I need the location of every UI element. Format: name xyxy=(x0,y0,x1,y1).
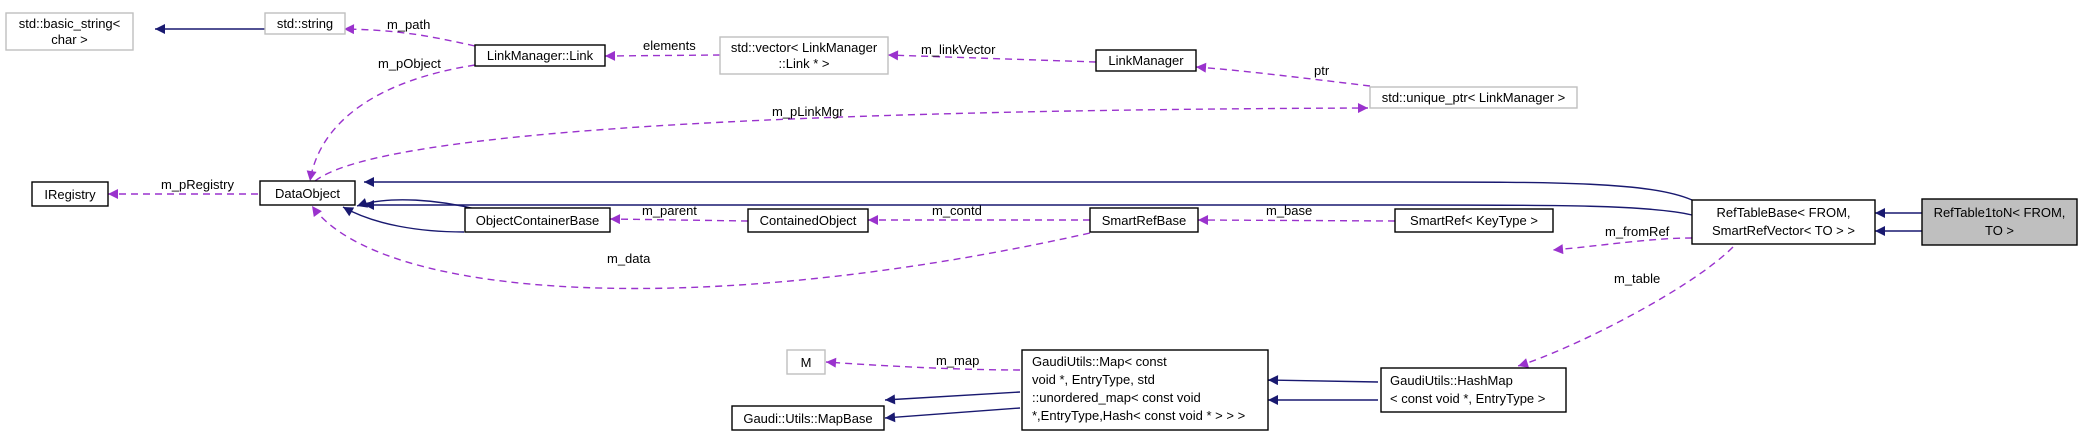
edge-label-m-pobject: m_pObject xyxy=(378,56,441,71)
edges xyxy=(108,24,1922,423)
edge-label-m-fromref: m_fromRef xyxy=(1605,224,1670,239)
edge-reftablebase-to-smartref xyxy=(1552,237,1693,255)
edge-label-m-path: m_path xyxy=(387,17,430,32)
node-std-string[interactable]: std::string xyxy=(264,12,346,35)
node-containedobject-label: ContainedObject xyxy=(760,213,857,228)
node-reftable1ton-line-2: TO > xyxy=(1985,223,2014,238)
node-linkmanager[interactable]: LinkManager xyxy=(1095,49,1197,72)
node-gaudimap[interactable]: GaudiUtils::Map< const void *, EntryType… xyxy=(1021,349,1269,431)
node-vector-link[interactable]: std::vector< LinkManager ::Link * > xyxy=(719,36,889,75)
edge-label-m-table: m_table xyxy=(1614,271,1660,286)
edge-label-m-linkvector: m_linkVector xyxy=(921,42,996,57)
node-link-label: LinkManager::Link xyxy=(487,48,594,63)
node-link[interactable]: LinkManager::Link xyxy=(474,44,606,67)
node-m[interactable]: M xyxy=(786,349,826,375)
node-gaudimap-line-1: GaudiUtils::Map< const xyxy=(1032,354,1167,369)
node-basic-string[interactable]: std::basic_string< char > xyxy=(5,12,134,51)
node-smartrefbase[interactable]: SmartRefBase xyxy=(1089,207,1199,233)
node-dataobject-label: DataObject xyxy=(275,186,340,201)
node-smartref-label: SmartRef< KeyType > xyxy=(1410,213,1538,228)
edge-gaudimap-to-mapbase-1 xyxy=(884,391,1021,405)
edge-label-m-pregistry: m_pRegistry xyxy=(161,177,234,192)
node-reftablebase[interactable]: RefTableBase< FROM, SmartRefVector< TO >… xyxy=(1691,199,1876,245)
edge-objcontainerbase-to-dataobject-1 xyxy=(356,198,481,211)
edge-objcontainerbase-to-dataobject-2 xyxy=(342,206,465,233)
node-hashmap-line-1: GaudiUtils::HashMap xyxy=(1390,373,1513,388)
node-linkmanager-label: LinkManager xyxy=(1108,53,1184,68)
node-gaudimap-line-4: *,EntryType,Hash< const void * > > > xyxy=(1032,408,1245,423)
node-objcontainerbase[interactable]: ObjectContainerBase xyxy=(464,207,611,233)
edge-uniqueptr-to-linkmanager xyxy=(1195,62,1371,87)
node-iregistry-label: IRegistry xyxy=(44,187,96,202)
edge-reftablebase-to-dataobject-1 xyxy=(364,177,1693,201)
edge-smartrefbase-to-dataobject xyxy=(311,205,1091,290)
node-reftablebase-line-1: RefTableBase< FROM, xyxy=(1716,205,1850,220)
node-m-label: M xyxy=(801,355,812,370)
node-reftable1ton[interactable]: RefTable1toN< FROM, TO > xyxy=(1921,198,2078,246)
edge-label-ptr: ptr xyxy=(1314,63,1330,78)
edge-hashmap-to-gaudimap-1 xyxy=(1267,375,1379,386)
node-std-string-label: std::string xyxy=(277,16,333,31)
edge-containedobject-to-objcontainerbase xyxy=(609,214,749,225)
edge-smartref-to-smartrefbase xyxy=(1197,215,1396,226)
node-gaudimap-line-2: void *, EntryType, std xyxy=(1032,372,1155,387)
node-containedobject[interactable]: ContainedObject xyxy=(747,208,869,233)
node-mapbase[interactable]: Gaudi::Utils::MapBase xyxy=(731,405,885,431)
edge-vector-to-link xyxy=(604,50,721,61)
edge-reftablebase-to-hashmap xyxy=(1517,246,1734,368)
node-gaudimap-line-3: ::unordered_map< const void xyxy=(1032,390,1201,405)
edge-labels: m_path m_pObject elements m_linkVector p… xyxy=(161,17,1670,368)
node-unique-ptr[interactable]: std::unique_ptr< LinkManager > xyxy=(1369,86,1578,109)
edge-label-m-map: m_map xyxy=(936,353,979,368)
edge-link-to-string xyxy=(343,24,476,47)
edge-label-m-base: m_base xyxy=(1266,203,1312,218)
edge-label-m-plinkmgr: m_pLinkMgr xyxy=(772,104,844,119)
edge-label-elements: elements xyxy=(643,38,696,53)
edge-label-m-data: m_data xyxy=(607,251,651,266)
node-unique-ptr-label: std::unique_ptr< LinkManager > xyxy=(1382,90,1566,105)
node-objcontainerbase-label: ObjectContainerBase xyxy=(476,213,600,228)
edge-gaudimap-to-mapbase-2 xyxy=(884,407,1021,423)
node-hashmap-line-2: < const void *, EntryType > xyxy=(1390,391,1545,406)
node-basic-string-line-1: std::basic_string< xyxy=(19,16,121,31)
node-reftable1ton-line-1: RefTable1toN< FROM, xyxy=(1934,205,2066,220)
node-reftablebase-line-2: SmartRefVector< TO > > xyxy=(1712,223,1855,238)
edge-reftablebase-to-dataobject-2 xyxy=(364,200,1693,216)
node-dataobject[interactable]: DataObject xyxy=(259,180,356,206)
node-vector-link-line-2: ::Link * > xyxy=(779,56,830,71)
edge-label-m-parent: m_parent xyxy=(642,203,697,218)
edge-dataobject-to-link xyxy=(306,64,476,182)
nodes: std::basic_string< char > std::string Li… xyxy=(5,12,2078,431)
edge-gaudimap-to-m xyxy=(825,357,1021,371)
node-mapbase-label: Gaudi::Utils::MapBase xyxy=(743,411,872,426)
edge-label-m-contd: m_contd xyxy=(932,203,982,218)
edge-dataobject-to-uniqueptr xyxy=(314,103,1369,182)
node-hashmap[interactable]: GaudiUtils::HashMap < const void *, Entr… xyxy=(1380,367,1567,413)
edge-linkmanager-to-vector xyxy=(887,50,1097,63)
node-iregistry[interactable]: IRegistry xyxy=(31,181,109,207)
node-basic-string-line-2: char > xyxy=(51,32,88,47)
node-smartrefbase-label: SmartRefBase xyxy=(1102,213,1187,228)
node-smartref[interactable]: SmartRef< KeyType > xyxy=(1394,208,1554,233)
node-vector-link-line-1: std::vector< LinkManager xyxy=(731,40,878,55)
